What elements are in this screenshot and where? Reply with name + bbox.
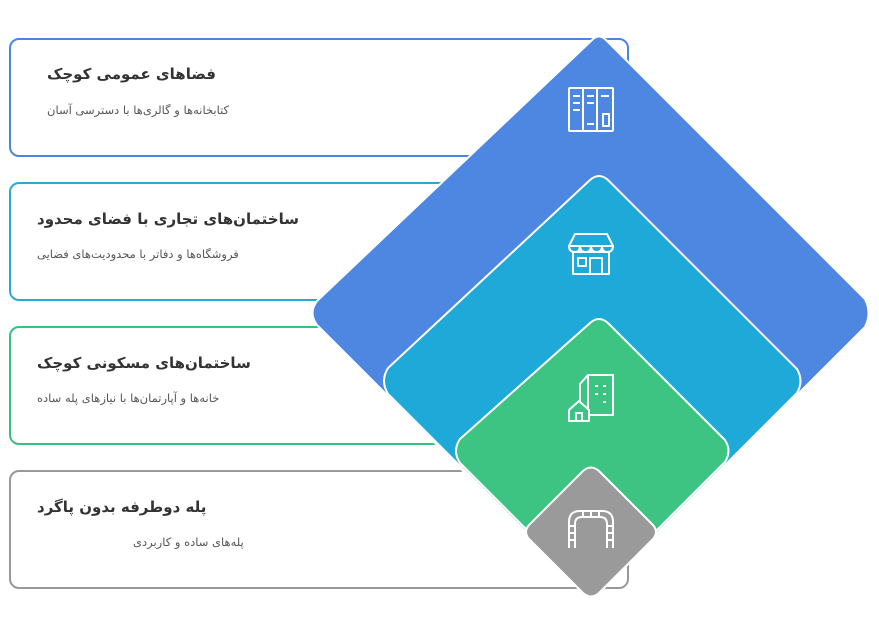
diamond-level-4 [525, 466, 657, 598]
card-small-public-spaces: فضاهای عمومی کوچک کتابخانه‌ها و گالری‌ها… [9, 38, 629, 157]
card-title: فضاهای عمومی کوچک [47, 65, 216, 83]
diamond-level-3 [455, 318, 730, 597]
library-shelves-icon [568, 87, 614, 132]
double-staircase-icon [568, 510, 614, 548]
card-description: پله‌های ساده و کاربردی [133, 535, 244, 549]
card-description: فروشگاه‌ها و دفاتر با محدودیت‌های فضایی [37, 247, 239, 261]
card-description: کتابخانه‌ها و گالری‌ها با دسترسی آسان [47, 103, 230, 117]
card-description: خانه‌ها و آپارتمان‌ها با نیازهای پله ساد… [37, 391, 220, 405]
card-title: ساختمان‌های تجاری با فضای محدود [37, 210, 299, 228]
residential-buildings-icon [568, 374, 614, 422]
storefront-icon [568, 233, 614, 275]
card-title: پله دوطرفه بدون پاگرد [37, 498, 207, 516]
card-title: ساختمان‌های مسکونی کوچک [37, 354, 251, 372]
